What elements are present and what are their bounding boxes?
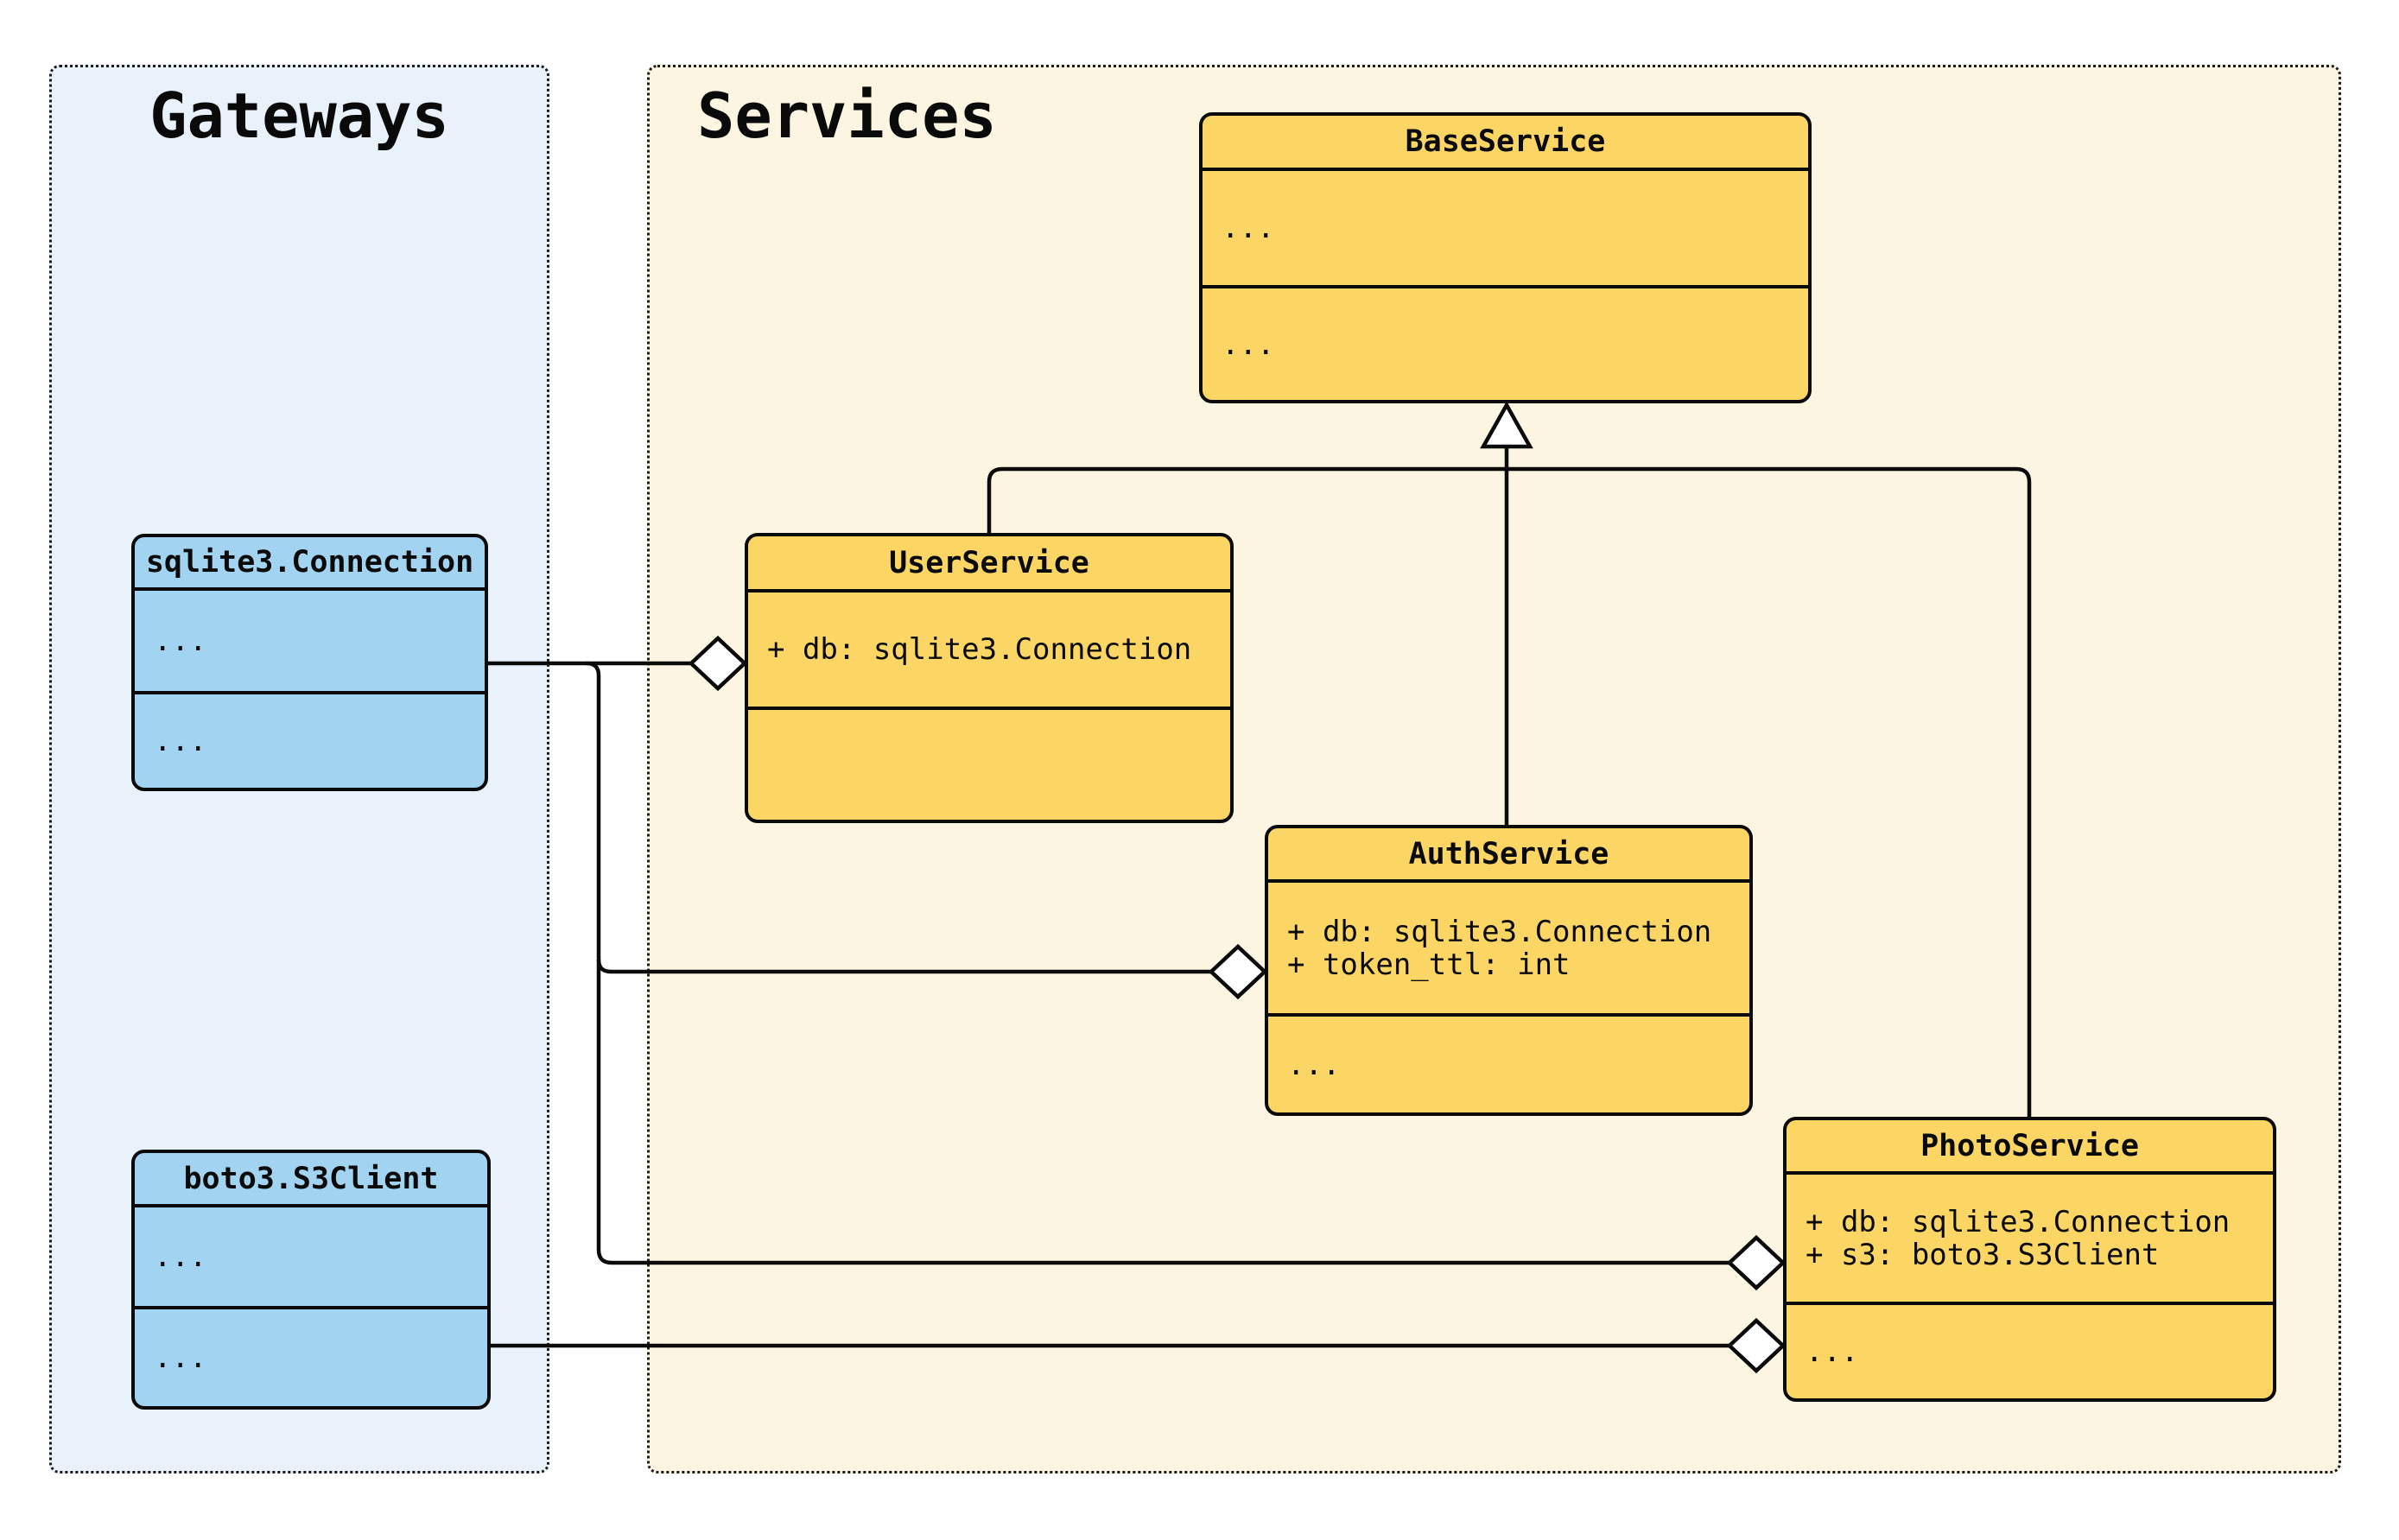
methods-section: ... xyxy=(1268,1017,1749,1112)
class-title: UserService xyxy=(748,536,1230,593)
class-title: boto3.S3Client xyxy=(135,1153,487,1207)
class-baseservice: BaseService ... ... xyxy=(1199,112,1812,403)
methods-section xyxy=(748,710,1230,820)
attribute-row: + db: sqlite3.Connection xyxy=(767,632,1192,667)
attribute-row: + db: sqlite3.Connection xyxy=(1806,1204,2231,1239)
class-sqlite3-connection: sqlite3.Connection ... ... xyxy=(131,534,488,791)
attribute-row: ... xyxy=(154,1239,207,1274)
methods-section: ... xyxy=(1203,288,1808,400)
methods-section: ... xyxy=(1787,1305,2273,1398)
attributes-section: ... xyxy=(135,1207,487,1309)
attributes-section: + db: sqlite3.Connection + s3: boto3.S3C… xyxy=(1787,1175,2273,1305)
class-userservice: UserService + db: sqlite3.Connection xyxy=(745,533,1234,823)
attributes-section: + db: sqlite3.Connection xyxy=(748,593,1230,710)
class-title: sqlite3.Connection xyxy=(135,537,485,591)
attributes-section: ... xyxy=(1203,171,1808,288)
methods-section: ... xyxy=(135,1309,487,1406)
method-row: ... xyxy=(154,724,207,758)
method-row: ... xyxy=(1806,1334,1859,1369)
group-services-title: Services xyxy=(697,79,997,152)
method-row: ... xyxy=(154,1340,207,1375)
attribute-row: + s3: boto3.S3Client xyxy=(1806,1237,2160,1272)
attribute-row: ... xyxy=(154,624,207,658)
methods-section: ... xyxy=(135,694,485,788)
class-authservice: AuthService + db: sqlite3.Connection + t… xyxy=(1265,825,1753,1116)
attribute-row: ... xyxy=(1222,211,1275,245)
attributes-section: + db: sqlite3.Connection + token_ttl: in… xyxy=(1268,883,1749,1017)
class-boto3-s3client: boto3.S3Client ... ... xyxy=(131,1150,491,1410)
class-photoservice: PhotoService + db: sqlite3.Connection + … xyxy=(1783,1117,2276,1402)
attribute-row: + db: sqlite3.Connection xyxy=(1287,914,1712,949)
class-title: AuthService xyxy=(1268,828,1749,883)
method-row: ... xyxy=(1222,326,1275,362)
group-gateways-title: Gateways xyxy=(149,79,449,152)
class-title: PhotoService xyxy=(1787,1120,2273,1175)
class-title: BaseService xyxy=(1203,116,1808,171)
attribute-row: + token_ttl: int xyxy=(1287,947,1571,982)
method-row: ... xyxy=(1287,1047,1341,1082)
attributes-section: ... xyxy=(135,591,485,694)
